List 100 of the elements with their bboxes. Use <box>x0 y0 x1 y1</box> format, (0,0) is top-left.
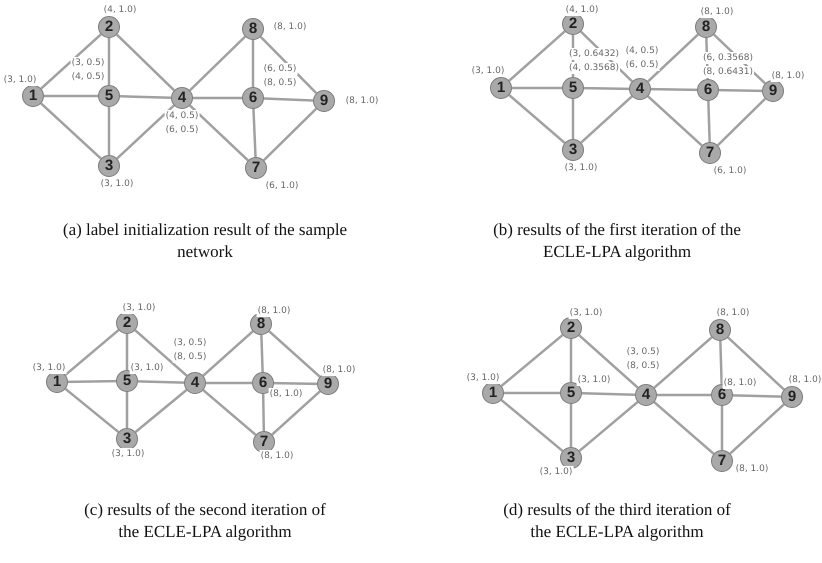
node-label-pair: (8, 1.0) <box>260 450 294 462</box>
node-label-pair: (3, 0.5) <box>626 346 660 358</box>
network-edge <box>64 388 120 434</box>
network-edge <box>729 404 785 454</box>
network-edge <box>650 88 698 92</box>
network-edge <box>260 334 264 372</box>
network-edge <box>134 389 188 433</box>
panel-caption: (a) label initialization result of the sample network <box>62 219 348 263</box>
network-edge <box>512 86 562 90</box>
numbered-node-circle: 2 <box>116 312 138 334</box>
numbered-node-circle: 1 <box>490 77 512 99</box>
node-label-pair: (6, 1.0) <box>264 180 300 192</box>
node-label-pair: (6, 0.5) <box>164 124 200 136</box>
network-edge <box>44 94 98 98</box>
network-edge <box>707 100 711 142</box>
numbered-node-circle: 7 <box>711 450 733 472</box>
node-label-pair: (8, 1.0) <box>272 21 308 33</box>
network-edge <box>657 394 711 396</box>
numbered-node-circle: 4 <box>629 78 651 100</box>
node-label-pair: (4, 1.0) <box>102 4 138 16</box>
node-label-pair: (3, 0.6432) <box>568 48 620 60</box>
network-edge <box>582 392 636 396</box>
network-edge <box>120 95 172 99</box>
network-edge <box>720 406 724 450</box>
network-edge <box>500 334 564 387</box>
network-edge <box>580 95 633 144</box>
numbered-node-circle: 9 <box>313 90 335 112</box>
numbered-node-circle: 9 <box>781 386 803 408</box>
node-label-pair: (3, 0.5) <box>172 337 208 349</box>
network-edge <box>274 382 318 386</box>
network-edge <box>206 382 252 384</box>
network-edge <box>570 339 572 382</box>
node-label-pair: (8, 1.0) <box>770 70 806 82</box>
numbered-node-circle: 7 <box>245 157 267 179</box>
network-edge <box>584 86 630 90</box>
node-label-pair: (3, 1.0) <box>110 448 146 460</box>
numbered-node-circle: 5 <box>116 370 138 392</box>
node-label-pair: (3, 1.0) <box>564 162 598 174</box>
node-label-pair: (8, 0.5) <box>172 351 208 363</box>
node-label-pair: (8, 1.0) <box>700 6 734 18</box>
network-edge <box>138 380 184 384</box>
numbered-node-circle: 4 <box>635 384 657 406</box>
numbered-node-circle: 5 <box>560 382 582 404</box>
numbered-node-circle: 1 <box>22 85 44 107</box>
network-edge <box>262 108 318 162</box>
network-edge <box>64 329 120 376</box>
node-label-pair: (6, 0.3568) <box>702 52 754 64</box>
network-edge <box>264 97 314 102</box>
numbered-node-circle: 3 <box>98 155 120 177</box>
node-label-pair: (3, 1.0) <box>470 65 506 77</box>
network-edge <box>40 102 102 160</box>
network-edge <box>647 96 703 146</box>
network-edge <box>202 330 254 377</box>
network-edge <box>268 330 321 378</box>
node-label-pair: (3, 1.0) <box>576 374 612 386</box>
network-edge <box>189 104 249 162</box>
numbered-node-circle: 6 <box>697 79 719 101</box>
node-label-pair: (4, 0.5) <box>624 45 660 57</box>
node-label-pair: (8, 1.0) <box>788 374 822 386</box>
network-edge <box>116 104 175 160</box>
node-label-pair: (8, 1.0) <box>344 95 380 107</box>
node-label-pair: (4, 1.0) <box>564 4 600 16</box>
network-edge <box>716 98 766 146</box>
network-edge <box>116 34 175 92</box>
network-edge <box>732 394 782 398</box>
node-label-pair: (4, 0.5) <box>70 71 106 83</box>
node-label-pair: (3, 1.0) <box>538 466 574 478</box>
network-edge <box>271 390 321 436</box>
network-edge <box>578 334 639 389</box>
panel-caption: (c) results of the second iteration of the ECLE-LPA algorithm <box>83 499 327 543</box>
node-label-pair: (4, 0.5) <box>164 110 200 122</box>
numbered-node-circle: 2 <box>98 16 120 38</box>
network-edge <box>126 334 128 370</box>
node-label-pair: (3, 1.0) <box>568 307 604 319</box>
numbered-node-circle: 4 <box>184 372 206 394</box>
network-edge <box>572 99 574 139</box>
numbered-node-circle: 8 <box>709 319 731 341</box>
node-label-pair: (6, 0.5) <box>262 63 298 75</box>
node-label-pair: (8, 0.5) <box>262 77 298 89</box>
numbered-node-circle: 8 <box>242 18 264 40</box>
network-edge <box>508 30 566 82</box>
node-label-pair: (8, 0.5) <box>626 360 660 372</box>
node-label-pair: (3, 0.5) <box>70 57 106 69</box>
numbered-node-circle: 7 <box>699 142 721 164</box>
node-label-pair: (8, 0.6431) <box>702 66 754 78</box>
network-edge <box>68 380 116 384</box>
numbered-node-circle: 5 <box>98 85 120 107</box>
numbered-node-circle: 3 <box>562 139 584 161</box>
network-edge <box>719 340 723 384</box>
network-edge <box>202 389 256 436</box>
node-label-pair: (3, 1.0) <box>32 362 66 374</box>
network-edge <box>189 36 246 92</box>
numbered-node-circle: 4 <box>171 87 193 109</box>
network-edge <box>108 38 110 85</box>
network-edge <box>40 33 102 90</box>
panel-caption: (d) results of the third iteration of the ECLE-LPA algorithm <box>502 499 732 543</box>
network-edge <box>727 336 785 390</box>
network-edge <box>570 404 572 447</box>
network-edge <box>262 394 266 432</box>
node-label-pair: (3, 1.0) <box>466 372 500 384</box>
